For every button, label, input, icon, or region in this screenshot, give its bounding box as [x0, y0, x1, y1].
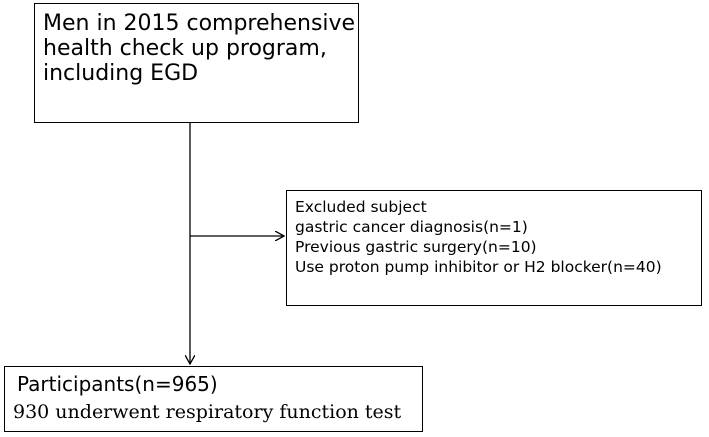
enrollment-box: Men in 2015 comprehensive health check u… [34, 3, 359, 123]
enrollment-line-2: health check up program, [43, 36, 327, 61]
enrollment-line-3: including EGD [43, 61, 199, 86]
participants-title: Participants(n=965) [17, 372, 218, 396]
exclusion-title: Excluded subject [295, 198, 427, 216]
exclusion-item: Previous gastric surgery(n=10) [295, 238, 537, 256]
participants-box: Participants(n=965) 930 underwent respir… [4, 366, 423, 432]
exclusion-box: Excluded subject gastric cancer diagnosi… [286, 190, 702, 306]
exclusion-item: gastric cancer diagnosis(n=1) [295, 218, 528, 236]
exclusion-item: Use proton pump inhibitor or H2 blocker(… [295, 258, 662, 276]
participants-subtitle: 930 underwent respiratory function test [13, 401, 402, 423]
enrollment-line-1: Men in 2015 comprehensive [43, 11, 356, 36]
